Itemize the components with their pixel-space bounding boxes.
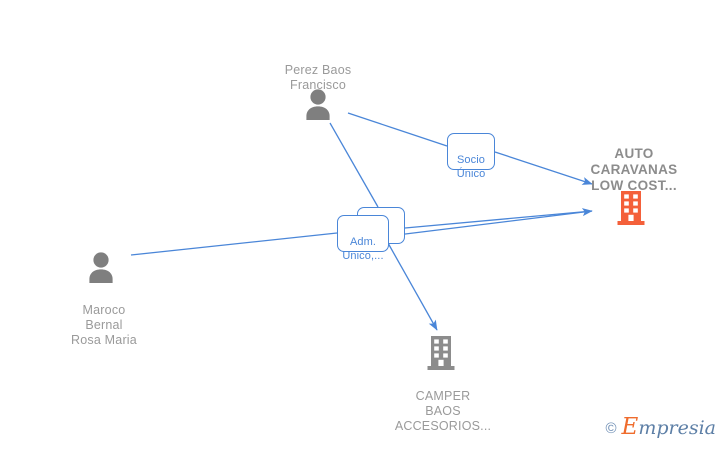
- brand-initial: E: [621, 414, 639, 440]
- person-icon[interactable]: [84, 251, 118, 283]
- relation-box-adm-unico[interactable]: Adm. Unico,...: [337, 215, 389, 262]
- person-name-perez: Perez Baos Francisco: [284, 63, 352, 92]
- relation-box-socio-unico[interactable]: Socio Único: [447, 133, 495, 180]
- edge-hidden-to-autocaravanas: [404, 210, 593, 229]
- edge-maroco-to-adm: [130, 232, 338, 256]
- relation-label-adm-unico: Adm. Unico,...: [342, 236, 384, 262]
- edge-perez-to-socio: [347, 112, 448, 147]
- building-icon[interactable]: [616, 191, 646, 225]
- brand-rest: mpresia: [638, 417, 716, 439]
- brand-logo: Empresia: [622, 416, 716, 439]
- watermark: © Empresia: [605, 416, 716, 439]
- company-name-camper-baos: CAMPER BAOS ACCESORIOS...: [394, 389, 492, 433]
- node-label-camper-baos-accesorios: CAMPER BAOS ACCESORIOS...: [368, 374, 518, 449]
- edge-adm-to-camper: [387, 242, 438, 331]
- person-icon[interactable]: [301, 88, 335, 120]
- building-icon[interactable]: [426, 336, 456, 370]
- person-name-maroco: Maroco Bernal Rosa Maria: [71, 303, 137, 347]
- copyright-icon: ©: [605, 419, 617, 437]
- edge-perez-to-hidden-relation: [329, 122, 379, 208]
- node-label-maroco-bernal-rosa-maria: Maroco Bernal Rosa Maria: [29, 288, 179, 363]
- edge-socio-to-autocaravanas: [494, 151, 593, 185]
- company-name-auto-caravanas: AUTO CARAVANAS LOW COST...: [590, 146, 678, 193]
- relation-label-socio-unico: Socio Único: [456, 154, 486, 180]
- page-title: AUTO CARAVANAS LOW COST...: [559, 130, 709, 194]
- edge-adm-to-autocaravanas: [388, 208, 593, 237]
- node-label-perez-baos-francisco: Perez Baos Francisco: [243, 48, 393, 108]
